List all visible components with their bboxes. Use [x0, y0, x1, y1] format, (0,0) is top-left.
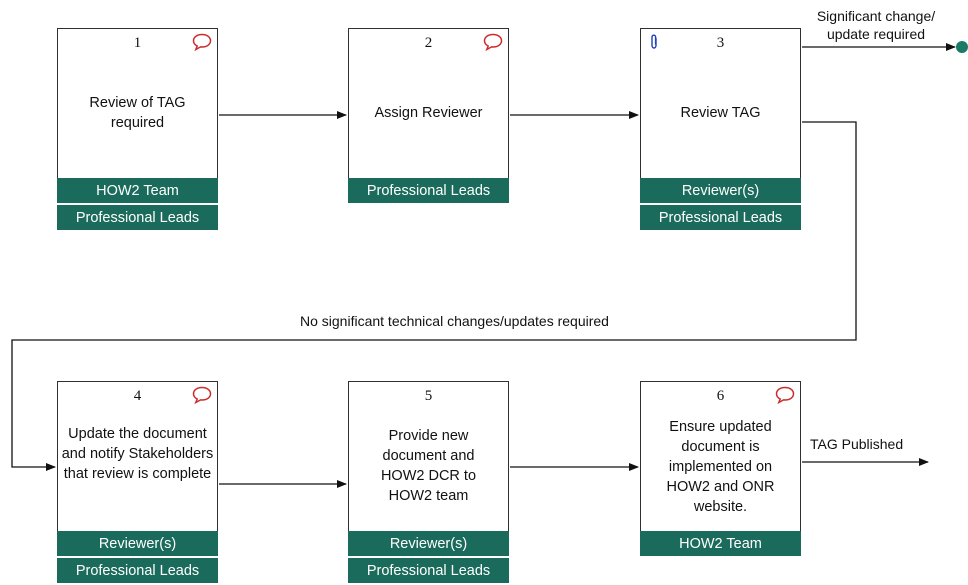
significant-change-label: Significant change/ update required	[816, 8, 936, 42]
arrow-3-to-4-loop	[11, 121, 857, 471]
step-2-text: Assign Reviewer	[374, 105, 483, 121]
attachment-icon[interactable]	[649, 34, 659, 50]
step-6-text: Ensure updated document is implemented o…	[666, 419, 775, 515]
step-5-box[interactable]: 5 Provide new document and HOW2 DCR to H…	[348, 381, 509, 532]
step-5-role-2: Professional Leads	[348, 558, 509, 584]
end-node	[956, 41, 968, 53]
step-3-role-2: Professional Leads	[640, 205, 801, 231]
step-3-number: 3	[716, 35, 725, 51]
step-3-text: Review TAG	[680, 105, 761, 121]
step-4-box[interactable]: 4 Update the document and notify Stakeho…	[57, 381, 218, 532]
step-2-number: 2	[424, 35, 433, 51]
step-2-role-1: Professional Leads	[348, 178, 509, 204]
comment-icon[interactable]	[192, 33, 212, 51]
step-3-role-1: Reviewer(s)	[640, 178, 801, 204]
comment-icon[interactable]	[483, 33, 503, 51]
step-3-box[interactable]: 3 Review TAG	[640, 28, 801, 179]
step-1-number: 1	[133, 35, 142, 51]
step-5-number: 5	[424, 388, 433, 404]
step-4-number: 4	[133, 388, 142, 404]
step-4-text: Update the document and notify Stakehold…	[61, 426, 214, 482]
step-4-role-2: Professional Leads	[57, 558, 218, 584]
step-1-text: Review of TAG required	[89, 95, 186, 131]
step-6-role-1: HOW2 Team	[640, 531, 801, 557]
step-4-role-1: Reviewer(s)	[57, 531, 218, 557]
step-1-box[interactable]: 1 Review of TAG required	[57, 28, 218, 179]
step-6-box[interactable]: 6 Ensure updated document is implemented…	[640, 381, 801, 532]
step-5-role-1: Reviewer(s)	[348, 531, 509, 557]
step-1-role-2: Professional Leads	[57, 205, 218, 231]
step-1-role-1: HOW2 Team	[57, 178, 218, 204]
comment-icon[interactable]	[775, 386, 795, 404]
no-significant-change-label: No significant technical changes/updates…	[300, 313, 609, 329]
tag-published-label: TAG Published	[810, 436, 904, 452]
comment-icon[interactable]	[192, 386, 212, 404]
step-5-text: Provide new document and HOW2 DCR to HOW…	[380, 428, 477, 504]
step-2-box[interactable]: 2 Assign Reviewer	[348, 28, 509, 179]
step-6-number: 6	[716, 388, 725, 404]
